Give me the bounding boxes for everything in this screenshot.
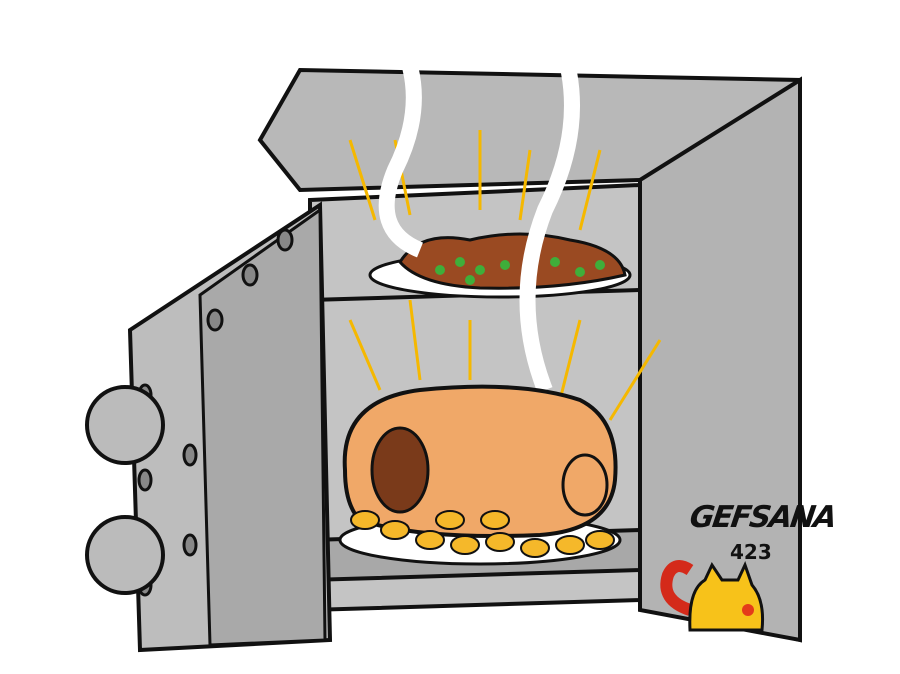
- stew: [398, 232, 627, 290]
- steam: [378, 36, 424, 258]
- peas: [435, 257, 605, 285]
- chocolate-egg: [370, 426, 430, 514]
- roast-potatoes: [350, 510, 615, 558]
- vault-side: [638, 76, 802, 643]
- cat-cheek: [742, 604, 754, 616]
- cartoon-number: 423: [730, 540, 772, 564]
- steam-2: [519, 37, 580, 393]
- artist-signature: GEFSANA: [687, 500, 838, 535]
- cat-tail: [660, 560, 694, 616]
- door-wheels: [85, 385, 165, 595]
- pig-snout: [561, 453, 609, 517]
